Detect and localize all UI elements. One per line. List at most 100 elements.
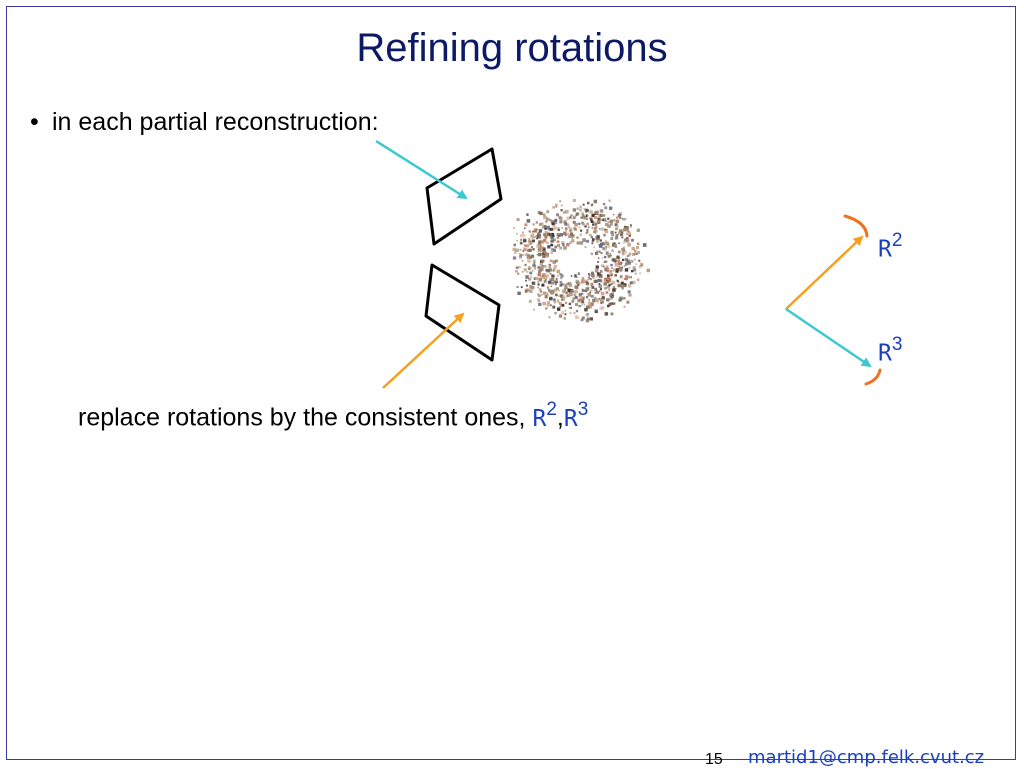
point-cloud-dot (528, 241, 530, 244)
point-cloud-dot (624, 251, 628, 254)
point-cloud-dot (523, 247, 527, 251)
point-cloud-dot (538, 288, 542, 291)
point-cloud-dot (537, 283, 540, 286)
point-cloud-dot (593, 215, 597, 220)
point-cloud-dot (590, 283, 594, 286)
point-cloud-dot (589, 291, 592, 294)
point-cloud-dot (518, 253, 521, 255)
point-cloud-dot (617, 259, 620, 262)
point-cloud-dot (574, 274, 577, 277)
point-cloud-dot (516, 232, 518, 235)
point-cloud-dot (592, 301, 595, 304)
point-cloud-dot (615, 234, 619, 238)
point-cloud-dot (611, 267, 613, 269)
point-cloud-dot (626, 237, 629, 240)
point-cloud-dot (520, 238, 523, 241)
point-cloud-dot (569, 234, 572, 237)
point-cloud-dot (525, 253, 529, 257)
point-cloud-dot (587, 201, 590, 205)
point-cloud-dot (559, 273, 562, 276)
point-cloud-dot (561, 243, 565, 246)
point-cloud-dot (530, 275, 533, 278)
point-cloud-dot (632, 266, 636, 270)
point-cloud-dot (590, 294, 594, 298)
point-cloud-dot (542, 291, 546, 295)
point-cloud-dot (591, 239, 595, 243)
point-cloud-dot (608, 269, 612, 274)
point-cloud-dot (543, 251, 547, 254)
r3-rotation-tick (864, 368, 882, 386)
point-cloud-dot (551, 281, 554, 285)
point-cloud-dot (604, 223, 609, 227)
point-cloud-dot (551, 221, 555, 225)
point-cloud-dot (629, 235, 631, 237)
point-cloud-dot (546, 307, 548, 309)
point-cloud-dot (562, 289, 566, 294)
point-cloud-dot (554, 311, 557, 315)
point-cloud-dot (548, 263, 552, 267)
point-cloud-dot (620, 281, 624, 285)
point-cloud-dot (560, 204, 563, 207)
point-cloud-dot (512, 256, 517, 260)
point-cloud-dot (558, 235, 560, 237)
point-cloud-dot (627, 243, 631, 247)
point-cloud-dot (581, 289, 585, 292)
point-cloud-dot (615, 227, 618, 231)
point-cloud-dot (616, 268, 620, 272)
point-cloud-dot (550, 239, 554, 243)
point-cloud-dot (610, 302, 614, 305)
point-cloud-dot (603, 234, 606, 236)
point-cloud-dot (604, 206, 608, 210)
point-cloud-dot (537, 298, 540, 302)
point-cloud-dot (567, 294, 571, 297)
point-cloud-dot (550, 277, 555, 282)
point-cloud-dot (564, 234, 567, 237)
point-cloud-dot (592, 298, 596, 302)
point-cloud-dot (584, 289, 587, 292)
point-cloud-dot (624, 238, 628, 242)
point-cloud-dot (612, 286, 616, 289)
point-cloud-dot (610, 263, 613, 267)
point-cloud-dot (625, 218, 627, 220)
point-cloud-dot (613, 302, 616, 305)
point-cloud-dot (557, 300, 560, 303)
point-cloud-dot (606, 254, 609, 257)
point-cloud-dot (540, 240, 543, 243)
point-cloud-dot (578, 295, 581, 297)
point-cloud-dot (634, 252, 637, 255)
point-cloud-dot (628, 293, 632, 297)
cyan-pointer-arrow (375, 139, 468, 200)
point-cloud-dot (526, 219, 531, 223)
point-cloud-dot (582, 238, 586, 242)
point-cloud-dot (576, 207, 579, 210)
point-cloud-dot (556, 274, 559, 277)
point-cloud-dot (574, 228, 577, 231)
point-cloud-dot (628, 286, 631, 288)
point-cloud-dot (570, 289, 574, 293)
point-cloud-dot (529, 289, 533, 293)
point-cloud-dot (524, 244, 527, 247)
point-cloud-dot (532, 259, 536, 263)
point-cloud-dot (572, 220, 576, 224)
point-cloud-dot (565, 229, 567, 232)
point-cloud-dot (558, 294, 561, 298)
point-cloud-dot (576, 236, 579, 239)
point-cloud-dot (575, 315, 579, 319)
point-cloud-dot (614, 231, 617, 234)
point-cloud-dot (623, 278, 626, 280)
point-cloud-dot (593, 227, 597, 231)
point-cloud-dot (606, 265, 609, 268)
point-cloud-dot (610, 303, 613, 306)
point-cloud-dot (631, 246, 635, 251)
point-cloud-dot (610, 274, 613, 277)
point-cloud-dot (623, 225, 627, 228)
point-cloud-dot (567, 223, 570, 226)
point-cloud-dot (531, 237, 534, 240)
point-cloud-dot (586, 239, 590, 243)
point-cloud-dot (553, 298, 556, 301)
point-cloud-dot (548, 228, 551, 231)
point-cloud-dot (571, 239, 575, 243)
point-cloud-dot (599, 228, 601, 230)
point-cloud-dot (536, 237, 538, 240)
bullet-item: •in each partial reconstruction: (30, 108, 379, 137)
